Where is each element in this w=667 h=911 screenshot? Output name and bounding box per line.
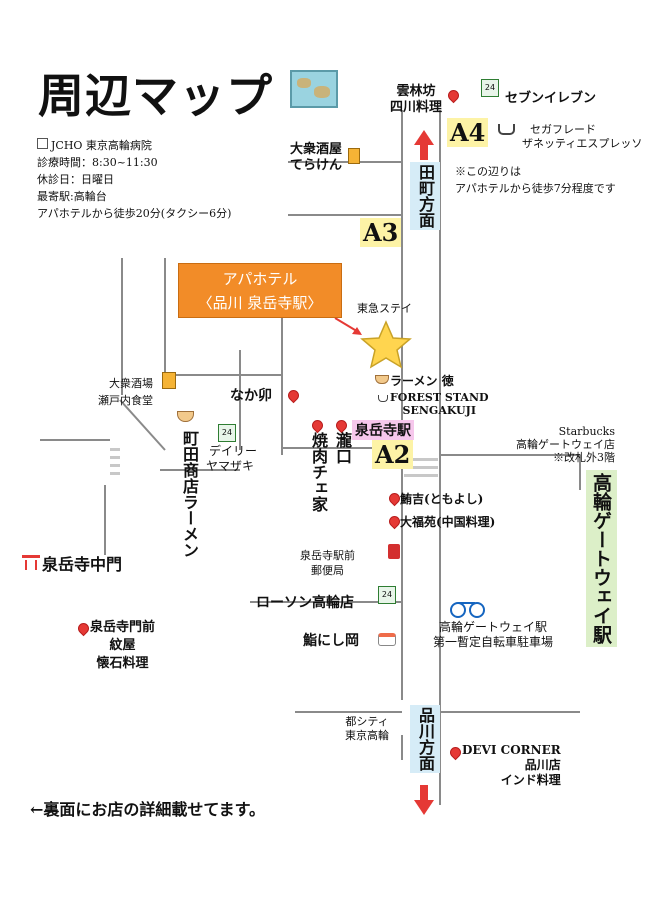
daily-yamazaki-label: デイリーヤマザキ [206,444,258,473]
nakau-label: なか卯 [230,388,272,404]
lawson-label: ローソン高輪店 [256,595,354,611]
taishu-sakaba-label: 大衆酒場瀬戸内食堂 [98,377,153,407]
ramen-toku-label: ラーメン 徳 [390,374,454,388]
gateway-station-label: 高輪ゲートウェイ駅 [586,470,617,647]
walking-note-line2: アパホテルから徒歩7分程度です [455,182,616,195]
convenience-store-icon: 24 [481,79,499,97]
direction-tamachi: 田町方面 [410,162,440,230]
bicycle-icon [450,596,485,618]
lawson-store-icon: 24 [378,586,396,604]
segafredo-label: セガフレードザネッティエスプレッソ [522,123,643,150]
takiguchi-label: 瀧口 [333,432,352,464]
hospital-icon [37,138,48,149]
hospital-nearest: 最寄駅:高輪台 [37,190,107,203]
miyako-city-label: 都シティ東京高輪 [345,715,389,742]
forest-coffee-icon [378,395,388,402]
arrow-north [414,130,434,160]
ramen-bowl-icon [177,411,194,422]
sushi-icon [378,633,396,646]
hotel-branch: 〈品川 泉岳寺駅〉 [197,294,323,312]
daifukuen-label: 大福苑(中国料理) [400,515,496,529]
hospital-name: JCHO 東京高輪病院 [37,137,231,154]
exit-a2: A2 [372,440,414,469]
direction-shinagawa: 品川方面 [410,705,440,773]
walking-note-line1: ※この辺りは [455,165,521,178]
monya-label: 泉岳寺門前紋屋懐石料理 [90,620,156,671]
hospital-closed: 休診日：日曜日 [37,173,114,186]
footer-note: ←裏面にお店の詳細載せてます。 [30,800,266,819]
torii-icon [22,555,40,570]
exit-a3: A3 [360,218,402,247]
tomoyoshi-label: 鮪吉(ともよし) [400,492,484,506]
mailbox-icon [388,544,400,559]
walking-note: ※この辺りは アパホテルから徒歩7分程度です [455,163,616,197]
beer-icon-2 [162,372,176,389]
seven-eleven-label: セブンイレブン [505,91,597,106]
tokyu-stay-label: 東急ステイ [357,302,412,315]
page-title: 周辺マップ [38,69,273,123]
hotel-name: アパホテル [222,270,298,288]
machida-ramen-label: 町田商店ラーメン [180,430,199,558]
exit-a4: A4 [447,118,489,147]
map-icon [290,70,338,108]
taishu-sakaya-label: 大衆酒屋てらけん [290,142,343,173]
bike-parking-label: 高輪ゲートウェイ駅第一暫定自転車駐車場 [433,620,554,649]
hotel-pointer-head [352,327,362,335]
beer-icon [348,148,360,164]
hotel-star [360,320,412,369]
hotel-label: アパホテル 〈品川 泉岳寺駅〉 [178,263,342,318]
hospital-info: JCHO 東京高輪病院 診療時間：8:30~11:30 休診日：日曜日 最寄駅:… [37,137,231,222]
coffee-icon [498,124,515,135]
yakiniku-label: 焼肉チェ家 [309,432,328,512]
hospital-access: アパホテルから徒歩20分(タクシー6分) [37,207,232,220]
unrinbo-label: 雲林坊四川料理 [390,84,443,115]
sushi-nishioka-label: 鮨にし岡 [303,633,359,649]
ramen-icon [375,375,389,384]
arrow-south [414,785,434,815]
station-label: 泉岳寺駅 [352,420,414,440]
post-office-label: 泉岳寺駅前郵便局 [300,549,355,577]
road-west-diag [119,399,166,451]
hospital-hours: 診療時間：8:30~11:30 [37,156,158,169]
sengakuji-chumon-label: 泉岳寺中門 [42,555,123,574]
daily-store-icon: 24 [218,424,236,442]
